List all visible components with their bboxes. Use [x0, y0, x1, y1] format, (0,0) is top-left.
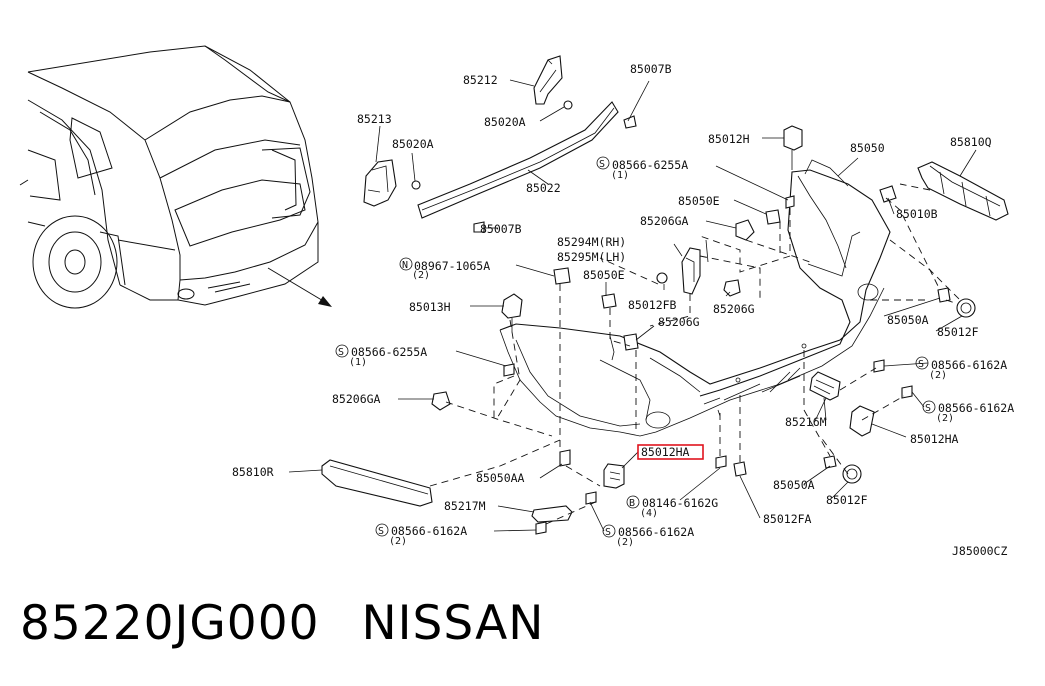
- label-85013h: 85013H: [409, 300, 451, 314]
- svg-text:08566-6162A: 08566-6162A: [391, 524, 467, 538]
- label-85012ha-highlighted[interactable]: 85012HA: [637, 444, 704, 460]
- svg-text:S: S: [605, 527, 611, 538]
- label-85010b: 85010B: [896, 207, 938, 221]
- label-08146-6162g: B 08146-6162G (4): [626, 495, 718, 519]
- label-85206ga-top: 85206GA: [640, 214, 689, 228]
- svg-text:08566-6255A: 08566-6255A: [351, 345, 427, 359]
- svg-text:S: S: [378, 526, 384, 537]
- svg-text:08146-6162G: 08146-6162G: [642, 496, 718, 510]
- label-85007b-top: 85007B: [630, 62, 672, 76]
- callout-labels: 85212 85007B 85213 85020A 85020A 85022 8…: [232, 62, 1014, 558]
- svg-text:S: S: [918, 359, 924, 370]
- svg-text:N: N: [402, 260, 408, 271]
- label-85012h: 85012H: [708, 132, 750, 146]
- label-08566-6255a-top: S 08566-6255A (1): [596, 156, 688, 181]
- svg-text:S: S: [599, 159, 605, 170]
- label-85022: 85022: [526, 181, 561, 195]
- label-85012ha-right: 85012HA: [910, 432, 959, 446]
- label-85020a-left: 85020A: [392, 137, 434, 151]
- label-85007b-bot: 85007B: [480, 222, 522, 236]
- caption: 85220JG000 NISSAN: [20, 596, 544, 651]
- label-85050aa: 85050AA: [476, 471, 525, 485]
- svg-text:08566-6255A: 08566-6255A: [612, 158, 688, 172]
- label-85206ga-left: 85206GA: [332, 392, 381, 406]
- label-85294m: 85294M(RH): [557, 235, 626, 249]
- svg-text:08967-1065A: 08967-1065A: [414, 259, 490, 273]
- svg-text:08566-6162A: 08566-6162A: [938, 401, 1014, 415]
- svg-text:S: S: [925, 403, 931, 414]
- svg-text:(2): (2): [616, 537, 634, 548]
- label-85012f-bot: 85012F: [826, 493, 868, 507]
- bumper-fascia: [499, 159, 891, 437]
- leader-lines: [288, 149, 977, 532]
- svg-text:S: S: [338, 347, 344, 358]
- label-85050a-bot: 85050A: [773, 478, 815, 492]
- label-85050a-right: 85050A: [887, 313, 929, 327]
- label-85206g-mid: 85206G: [658, 315, 700, 329]
- label-85212: 85212: [463, 73, 498, 87]
- svg-text:(2): (2): [412, 270, 430, 281]
- label-85810q: 85810Q: [950, 135, 992, 149]
- brackets-and-clips: [431, 125, 976, 535]
- diagram-reference-code: J85000CZ: [952, 544, 1007, 558]
- label-85295m: 85295M(LH): [557, 250, 626, 264]
- label-85213: 85213: [357, 112, 392, 126]
- label-85050: 85050: [850, 141, 885, 155]
- svg-text:(1): (1): [349, 357, 367, 368]
- label-85050e-right: 85050E: [678, 194, 720, 208]
- label-85020a-mid: 85020A: [484, 115, 526, 129]
- label-85012f-right: 85012F: [937, 325, 979, 339]
- reinforcement-assembly: [363, 55, 650, 233]
- label-08566-6162a-bottom-mid: S 08566-6162A (2): [602, 524, 694, 548]
- highlight-box: [637, 444, 704, 460]
- label-85217m: 85217M: [444, 499, 486, 513]
- label-08967-1065a: N 08967-1065A (2): [399, 257, 490, 281]
- svg-text:(2): (2): [936, 413, 954, 424]
- svg-text:(2): (2): [929, 370, 947, 381]
- svg-text:(1): (1): [611, 170, 629, 181]
- label-08566-6162a-right-upper: S 08566-6162A (2): [915, 356, 1007, 381]
- part-number: 85220JG000: [20, 596, 320, 651]
- label-85810r: 85810R: [232, 465, 274, 479]
- svg-text:08566-6162A: 08566-6162A: [931, 358, 1007, 372]
- label-85012fa: 85012FA: [763, 512, 812, 526]
- svg-text:B: B: [629, 498, 635, 509]
- label-08566-6162a-bottom-left: S 08566-6162A (2): [375, 523, 467, 547]
- svg-text:(4): (4): [640, 508, 658, 519]
- label-08566-6255a-left: S 08566-6255A (1): [335, 344, 427, 368]
- label-85012fb: 85012FB: [628, 298, 677, 312]
- vehicle-illustration: [19, 45, 332, 309]
- svg-text:08566-6162A: 08566-6162A: [618, 525, 694, 539]
- label-08566-6162a-right-lower: S 08566-6162A (2): [922, 400, 1014, 424]
- svg-text:85012HA: 85012HA: [641, 445, 690, 459]
- label-85050e-mid: 85050E: [583, 268, 625, 282]
- svg-text:(2): (2): [389, 536, 407, 547]
- brand-name: NISSAN: [361, 596, 545, 651]
- label-85206g-right: 85206G: [713, 302, 755, 316]
- side-trims: [321, 161, 1009, 523]
- label-85216m: 85216M: [785, 415, 827, 429]
